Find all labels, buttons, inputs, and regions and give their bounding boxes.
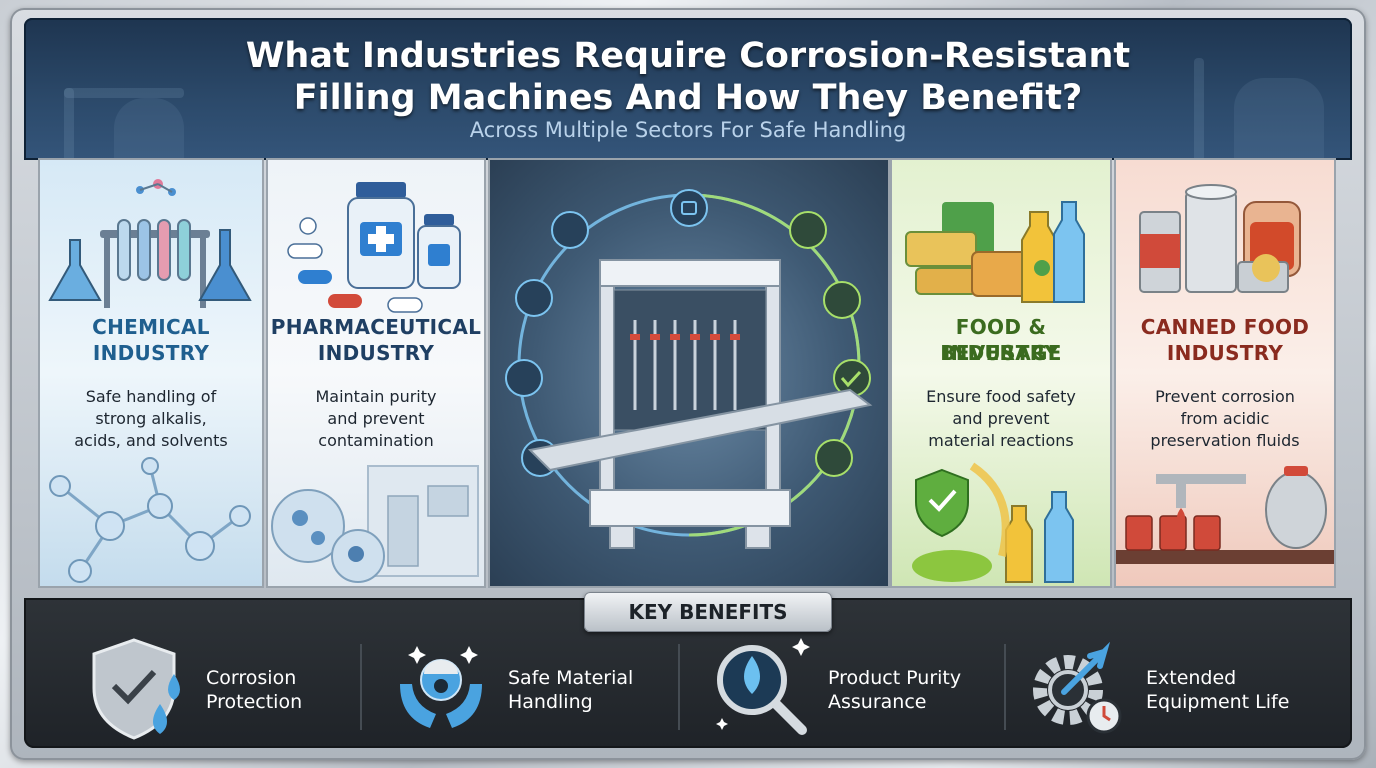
benefit-purity-label: Product Purity Assurance <box>828 666 1028 714</box>
canned-desc-line3: preservation fluids <box>1150 431 1300 450</box>
benefit-life-label: Extended Equipment Life <box>1146 666 1346 714</box>
benefit-corrosion-line2: Protection <box>206 691 303 713</box>
canned-desc-line2: from acidic <box>1180 409 1270 428</box>
divider <box>1004 644 1006 730</box>
chemical-desc-line1: Safe handling of <box>85 387 217 406</box>
food-desc-line2: and prevent <box>952 409 1050 428</box>
header-banner: What Industries Require Corrosion-Resist… <box>24 18 1352 160</box>
medicine-bottles-icon <box>287 182 461 313</box>
background-pipe <box>1194 58 1204 160</box>
key-benefits-heading: KEY BENEFITS <box>584 592 832 632</box>
food-desc-line3: material reactions <box>928 431 1074 450</box>
background-pipe <box>64 88 184 98</box>
magnifier-droplet-icon <box>716 638 810 735</box>
page-subtitle: Across Multiple Sectors For Safe Handlin… <box>469 118 907 142</box>
benefit-corrosion-protection: Corrosion Protection <box>84 634 384 742</box>
lab-flasks-icon <box>48 179 252 308</box>
benefit-safe-material-handling: Safe Material Handling <box>386 634 686 742</box>
benefit-handling-label: Safe Material Handling <box>508 666 708 714</box>
food-desc-line1: Ensure food safety <box>926 387 1076 406</box>
divider <box>678 644 680 730</box>
benefit-handling-line1: Safe Material <box>508 667 634 689</box>
key-benefits-bar: KEY BENEFITS Corrosion Protection Safe M… <box>24 592 1352 748</box>
canned-title-line1: CANNED FOOD <box>1140 315 1310 339</box>
chemical-title-line2: INDUSTRY <box>92 341 210 365</box>
canned-desc-line1: Prevent corrosion <box>1155 387 1295 406</box>
industry-panels: CHEMICAL INDUSTRY Safe handling of stron… <box>38 158 1336 588</box>
panel-filling-machine <box>488 158 890 588</box>
hands-worker-icon <box>400 646 482 728</box>
divider <box>360 644 362 730</box>
panel-chemical-industry: CHEMICAL INDUSTRY Safe handling of stron… <box>38 158 264 588</box>
gear-arrow-icon <box>1033 641 1122 734</box>
cleanroom-lab-icon <box>271 465 479 583</box>
background-tank <box>1234 78 1324 160</box>
chemical-desc-line2: strong alkalis, <box>95 409 207 428</box>
chemical-title-line1: CHEMICAL <box>92 315 210 339</box>
canned-title-line2: INDUSTRY <box>1166 341 1284 365</box>
filling-machine-illustration <box>505 189 873 549</box>
panel-food-beverage-industry: FOOD & BEVERAGE INDUSTRY Ensure food saf… <box>890 158 1112 588</box>
benefit-product-purity: Product Purity Assurance <box>706 634 1006 742</box>
food-title-line1: FOOD & BEVERAGE <box>940 315 1062 365</box>
food-containers-icon <box>905 201 1085 303</box>
pharmaceutical-title-line2: INDUSTRY <box>317 341 435 365</box>
benefit-handling-line2: Handling <box>508 691 593 713</box>
molecule-icon <box>49 457 251 583</box>
canning-line-icon <box>1116 466 1334 564</box>
panel-canned-food-industry: CANNED FOOD INDUSTRY Prevent corrosion f… <box>1114 158 1336 588</box>
benefit-life-line1: Extended <box>1146 667 1237 689</box>
chemical-desc-line3: acids, and solvents <box>74 431 228 450</box>
pharmaceutical-desc-line3: contamination <box>318 431 434 450</box>
pharmaceutical-title-line1: PHARMACEUTICAL <box>270 315 482 339</box>
background-tank <box>114 98 184 160</box>
food-safety-shield-icon <box>912 462 1074 583</box>
page-title-line1: What Industries Require Corrosion-Resist… <box>245 36 1131 76</box>
pharmaceutical-desc-line1: Maintain purity <box>315 387 437 406</box>
canned-goods-icon <box>1139 184 1301 293</box>
benefit-corrosion-label: Corrosion Protection <box>206 666 406 714</box>
background-pipe <box>64 88 74 160</box>
benefit-extended-equipment-life: Extended Equipment Life <box>1024 634 1334 742</box>
page-title-line2: Filling Machines And How They Benefit? <box>293 78 1083 118</box>
pharmaceutical-desc-line2: and prevent <box>327 409 425 428</box>
benefit-purity-line2: Assurance <box>828 691 927 713</box>
panel-pharmaceutical-industry: PHARMACEUTICAL INDUSTRY Maintain purity … <box>266 158 486 588</box>
shield-droplet-icon <box>92 638 180 740</box>
benefit-corrosion-line1: Corrosion <box>206 667 297 689</box>
food-title-line2: INDUSTRY <box>942 341 1060 365</box>
benefit-life-line2: Equipment Life <box>1146 691 1290 713</box>
benefit-purity-line1: Product Purity <box>828 667 962 689</box>
